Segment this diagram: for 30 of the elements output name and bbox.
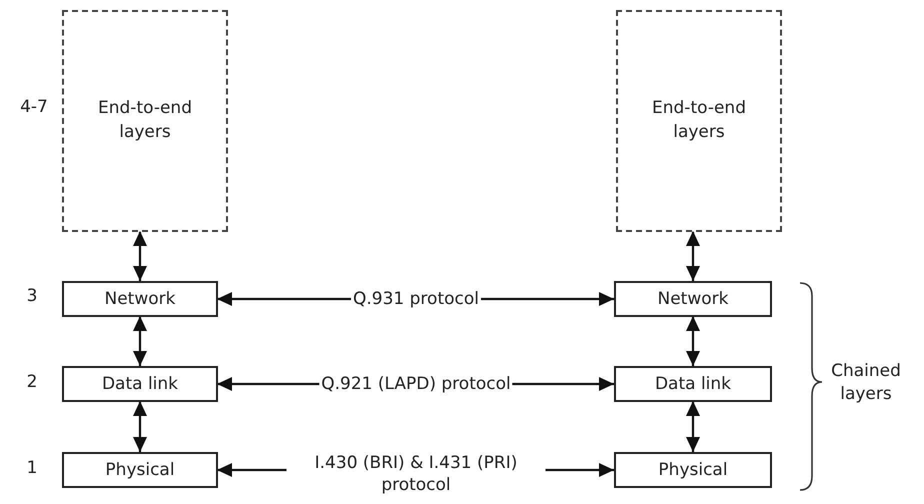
layer-box xyxy=(62,452,218,488)
layer-number: 3 xyxy=(26,285,38,308)
edge-label: Q.921 (LAPD) protocol xyxy=(319,373,513,395)
double-arrow xyxy=(133,316,147,366)
double-arrow xyxy=(133,401,147,452)
layer-number: 2 xyxy=(26,371,38,394)
dashed-layer-box xyxy=(616,10,782,232)
double-arrow xyxy=(686,231,700,281)
layer-name: Physical xyxy=(658,459,728,482)
layer-name: Physical xyxy=(105,459,175,482)
dashed-layer-box xyxy=(62,10,228,232)
layer-box xyxy=(614,452,772,488)
layer-box xyxy=(614,366,772,402)
bracket-label: Chained layers xyxy=(830,360,902,406)
layer-name: End-to-end layers xyxy=(651,97,747,144)
layer-name: Data link xyxy=(102,373,178,396)
edge-label: Q.931 protocol xyxy=(351,288,481,310)
layer-name: Network xyxy=(104,288,176,311)
double-arrow xyxy=(686,316,700,366)
layer-box xyxy=(62,281,218,317)
layer-box xyxy=(614,281,772,317)
edge-label: I.430 (BRI) & I.431 (PRI) protocol xyxy=(286,452,546,496)
layer-name: Network xyxy=(658,288,728,311)
layer-number: 4-7 xyxy=(20,96,48,119)
layer-box xyxy=(62,366,218,402)
layer-number: 1 xyxy=(26,457,38,480)
layer-name: Data link xyxy=(654,373,732,396)
layer-name: End-to-end layers xyxy=(97,97,193,144)
double-arrow xyxy=(686,401,700,452)
double-arrow xyxy=(133,231,147,281)
